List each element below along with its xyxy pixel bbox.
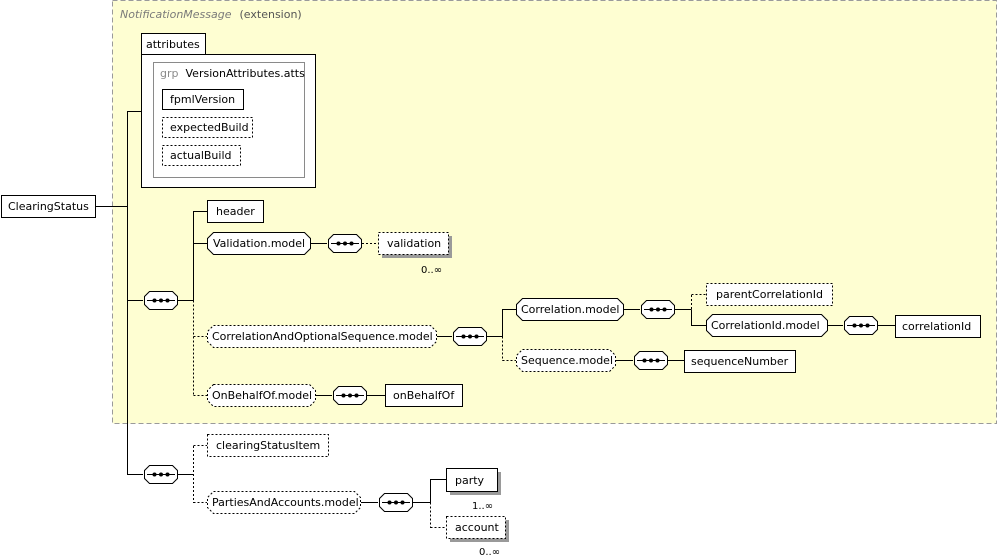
svg-text:ClearingStatus: ClearingStatus xyxy=(8,200,89,213)
group-correlation-model[interactable]: Correlation.model xyxy=(516,298,624,321)
svg-text:Correlation.model: Correlation.model xyxy=(521,303,619,316)
sequence-compositor[interactable] xyxy=(844,316,878,335)
group-partiesandaccounts-model[interactable]: PartiesAndAccounts.model xyxy=(207,491,361,514)
sequence-compositor[interactable] xyxy=(144,291,178,310)
attribute-group-label: grp VersionAttributes.atts xyxy=(160,64,305,81)
sequence-compositor[interactable] xyxy=(144,465,178,484)
svg-text:onBehalfOf: onBehalfOf xyxy=(393,389,455,402)
element-clearingstatusitem[interactable]: clearingStatusItem xyxy=(207,434,329,457)
svg-text:parentCorrelationId: parentCorrelationId xyxy=(716,288,823,301)
svg-text:Validation.model: Validation.model xyxy=(213,237,305,250)
svg-text:account: account xyxy=(455,521,500,534)
group-correlation-optional-sequence-model[interactable]: CorrelationAndOptionalSequence.model xyxy=(207,325,437,348)
group-correlationid-model[interactable]: CorrelationId.model xyxy=(706,314,828,337)
attributes-panel: attributes grp VersionAttributes.atts fp… xyxy=(141,33,316,188)
attribute-expectedbuild[interactable]: expectedBuild xyxy=(162,117,253,138)
svg-text:header: header xyxy=(216,205,255,218)
sequence-compositor[interactable] xyxy=(634,351,668,370)
party-occurrence: 1..∞ xyxy=(472,501,493,512)
svg-text:correlationId: correlationId xyxy=(902,320,971,333)
element-parentcorrelationid[interactable]: parentCorrelationId xyxy=(706,283,833,306)
svg-text:sequenceNumber: sequenceNumber xyxy=(691,355,789,368)
sequence-compositor[interactable] xyxy=(333,386,367,405)
svg-text:actualBuild: actualBuild xyxy=(170,149,231,162)
element-onbehalfof[interactable]: onBehalfOf xyxy=(385,384,463,407)
sequence-compositor[interactable] xyxy=(379,493,413,512)
element-party[interactable]: party 1..∞ xyxy=(446,468,502,513)
svg-text:CorrelationAndOptionalSequence: CorrelationAndOptionalSequence.model xyxy=(212,330,433,343)
svg-text:clearingStatusItem: clearingStatusItem xyxy=(216,439,320,452)
element-sequencenumber[interactable]: sequenceNumber xyxy=(684,350,796,373)
element-header[interactable]: header xyxy=(207,200,264,223)
svg-text:OnBehalfOf.model: OnBehalfOf.model xyxy=(212,389,312,402)
account-occurrence: 0..∞ xyxy=(479,547,500,557)
svg-text:expectedBuild: expectedBuild xyxy=(170,121,249,134)
extension-title: NotificationMessage (extension) xyxy=(120,5,302,22)
svg-text:fpmlVersion: fpmlVersion xyxy=(170,93,235,106)
svg-text:Sequence.model: Sequence.model xyxy=(521,354,613,367)
sequence-compositor[interactable] xyxy=(453,327,487,346)
attributes-title: attributes xyxy=(146,38,200,51)
element-validation[interactable]: validation 0..∞ xyxy=(378,232,453,277)
svg-text:PartiesAndAccounts.model: PartiesAndAccounts.model xyxy=(212,496,359,509)
attribute-actualbuild[interactable]: actualBuild xyxy=(162,145,241,166)
attribute-fpmlversion[interactable]: fpmlVersion xyxy=(162,89,244,110)
root-element-clearingstatus[interactable]: ClearingStatus xyxy=(1,195,96,218)
element-correlationid[interactable]: correlationId xyxy=(895,315,981,338)
group-sequence-model[interactable]: Sequence.model xyxy=(516,349,616,372)
connector-lines xyxy=(96,111,895,528)
svg-text:validation: validation xyxy=(387,237,441,250)
group-onbehalfof-model[interactable]: OnBehalfOf.model xyxy=(207,384,316,407)
validation-occurrence: 0..∞ xyxy=(421,265,442,276)
svg-text:party: party xyxy=(455,474,485,487)
sequence-compositor[interactable] xyxy=(328,234,362,253)
group-validation-model[interactable]: Validation.model xyxy=(207,232,311,255)
sequence-compositor[interactable] xyxy=(641,300,675,319)
svg-text:CorrelationId.model: CorrelationId.model xyxy=(711,319,820,332)
element-account[interactable]: account 0..∞ xyxy=(446,516,510,557)
